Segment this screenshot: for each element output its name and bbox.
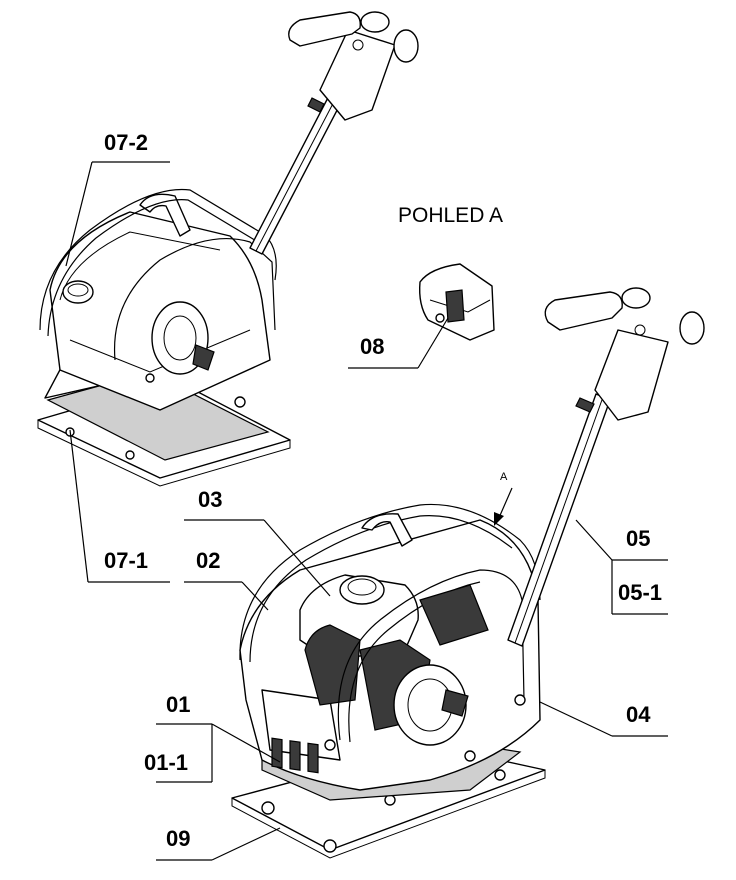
part-label-08: 08 <box>360 334 384 359</box>
callout-02: 02 <box>184 548 269 611</box>
part-label-02: 02 <box>196 548 220 573</box>
view-a-arrow-label: A <box>500 471 508 483</box>
part-label-03: 03 <box>198 487 222 512</box>
part-label-07-1: 07-1 <box>104 548 148 573</box>
part-label-05: 05 <box>626 526 650 551</box>
callout-04: 04 <box>539 701 668 737</box>
callout-01: 01 01-1 <box>144 692 281 783</box>
part-label-05-1: 05-1 <box>618 580 662 605</box>
lower-machine-drawing <box>231 287 705 859</box>
view-a-arrow: A <box>494 471 513 526</box>
callout-03: 03 <box>184 487 331 597</box>
view-a-title: POHLED A <box>398 204 503 227</box>
part-label-01: 01 <box>166 692 190 717</box>
callout-09: 09 <box>156 826 281 861</box>
callout-05: 05 05-1 <box>575 519 668 615</box>
detail-view-a-drawing <box>418 263 495 341</box>
callout-07-2: 07-2 <box>65 130 170 267</box>
callout-08: 08 <box>348 317 449 369</box>
part-label-01-1: 01-1 <box>144 750 188 775</box>
callout-07-1: 07-1 <box>69 429 170 583</box>
part-label-07-2: 07-2 <box>104 130 148 155</box>
upper-machine-drawing <box>37 11 419 487</box>
part-label-09: 09 <box>166 826 190 851</box>
part-label-04: 04 <box>626 702 651 727</box>
